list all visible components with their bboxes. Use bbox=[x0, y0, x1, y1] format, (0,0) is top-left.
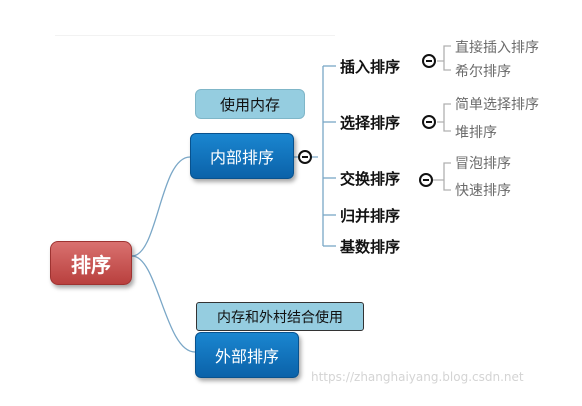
leaf-shell-sort[interactable]: 希尔排序 bbox=[455, 64, 511, 80]
leaf-quick-sort[interactable]: 快速排序 bbox=[455, 183, 511, 199]
category-swap-sort[interactable]: 交换排序 bbox=[340, 169, 401, 188]
collapse-swap-icon[interactable] bbox=[419, 173, 433, 187]
category-insert-sort[interactable]: 插入排序 bbox=[340, 57, 401, 76]
external-sort-node[interactable]: 外部排序 bbox=[195, 332, 299, 378]
bracket-select bbox=[437, 103, 451, 132]
category-select-sort[interactable]: 选择排序 bbox=[340, 113, 401, 132]
collapse-internal-icon[interactable] bbox=[298, 150, 312, 164]
internal-note-callout: 使用内存 bbox=[195, 89, 305, 119]
leaf-bubble-sort[interactable]: 冒泡排序 bbox=[455, 156, 511, 172]
leaf-straight-insertion[interactable]: 直接插入排序 bbox=[455, 40, 539, 56]
collapse-select-icon[interactable] bbox=[422, 115, 436, 129]
top-divider bbox=[55, 35, 335, 36]
leaf-simple-selection[interactable]: 简单选择排序 bbox=[455, 97, 539, 113]
category-radix-sort[interactable]: 基数排序 bbox=[340, 237, 401, 256]
watermark: https://zhanghaiyang.blog.csdn.net bbox=[311, 370, 524, 384]
leaf-heap-sort[interactable]: 堆排序 bbox=[455, 125, 497, 141]
collapse-insert-icon[interactable] bbox=[422, 54, 436, 68]
connector-root-external bbox=[131, 255, 196, 353]
root-node[interactable]: 排序 bbox=[50, 241, 132, 285]
category-merge-sort[interactable]: 归并排序 bbox=[340, 206, 401, 225]
bracket-swap bbox=[432, 162, 451, 191]
external-note-callout: 内存和外村结合使用 bbox=[196, 302, 364, 331]
internal-sort-node[interactable]: 内部排序 bbox=[190, 133, 294, 179]
bracket-insert bbox=[437, 45, 451, 71]
connector-root-internal bbox=[131, 156, 191, 257]
